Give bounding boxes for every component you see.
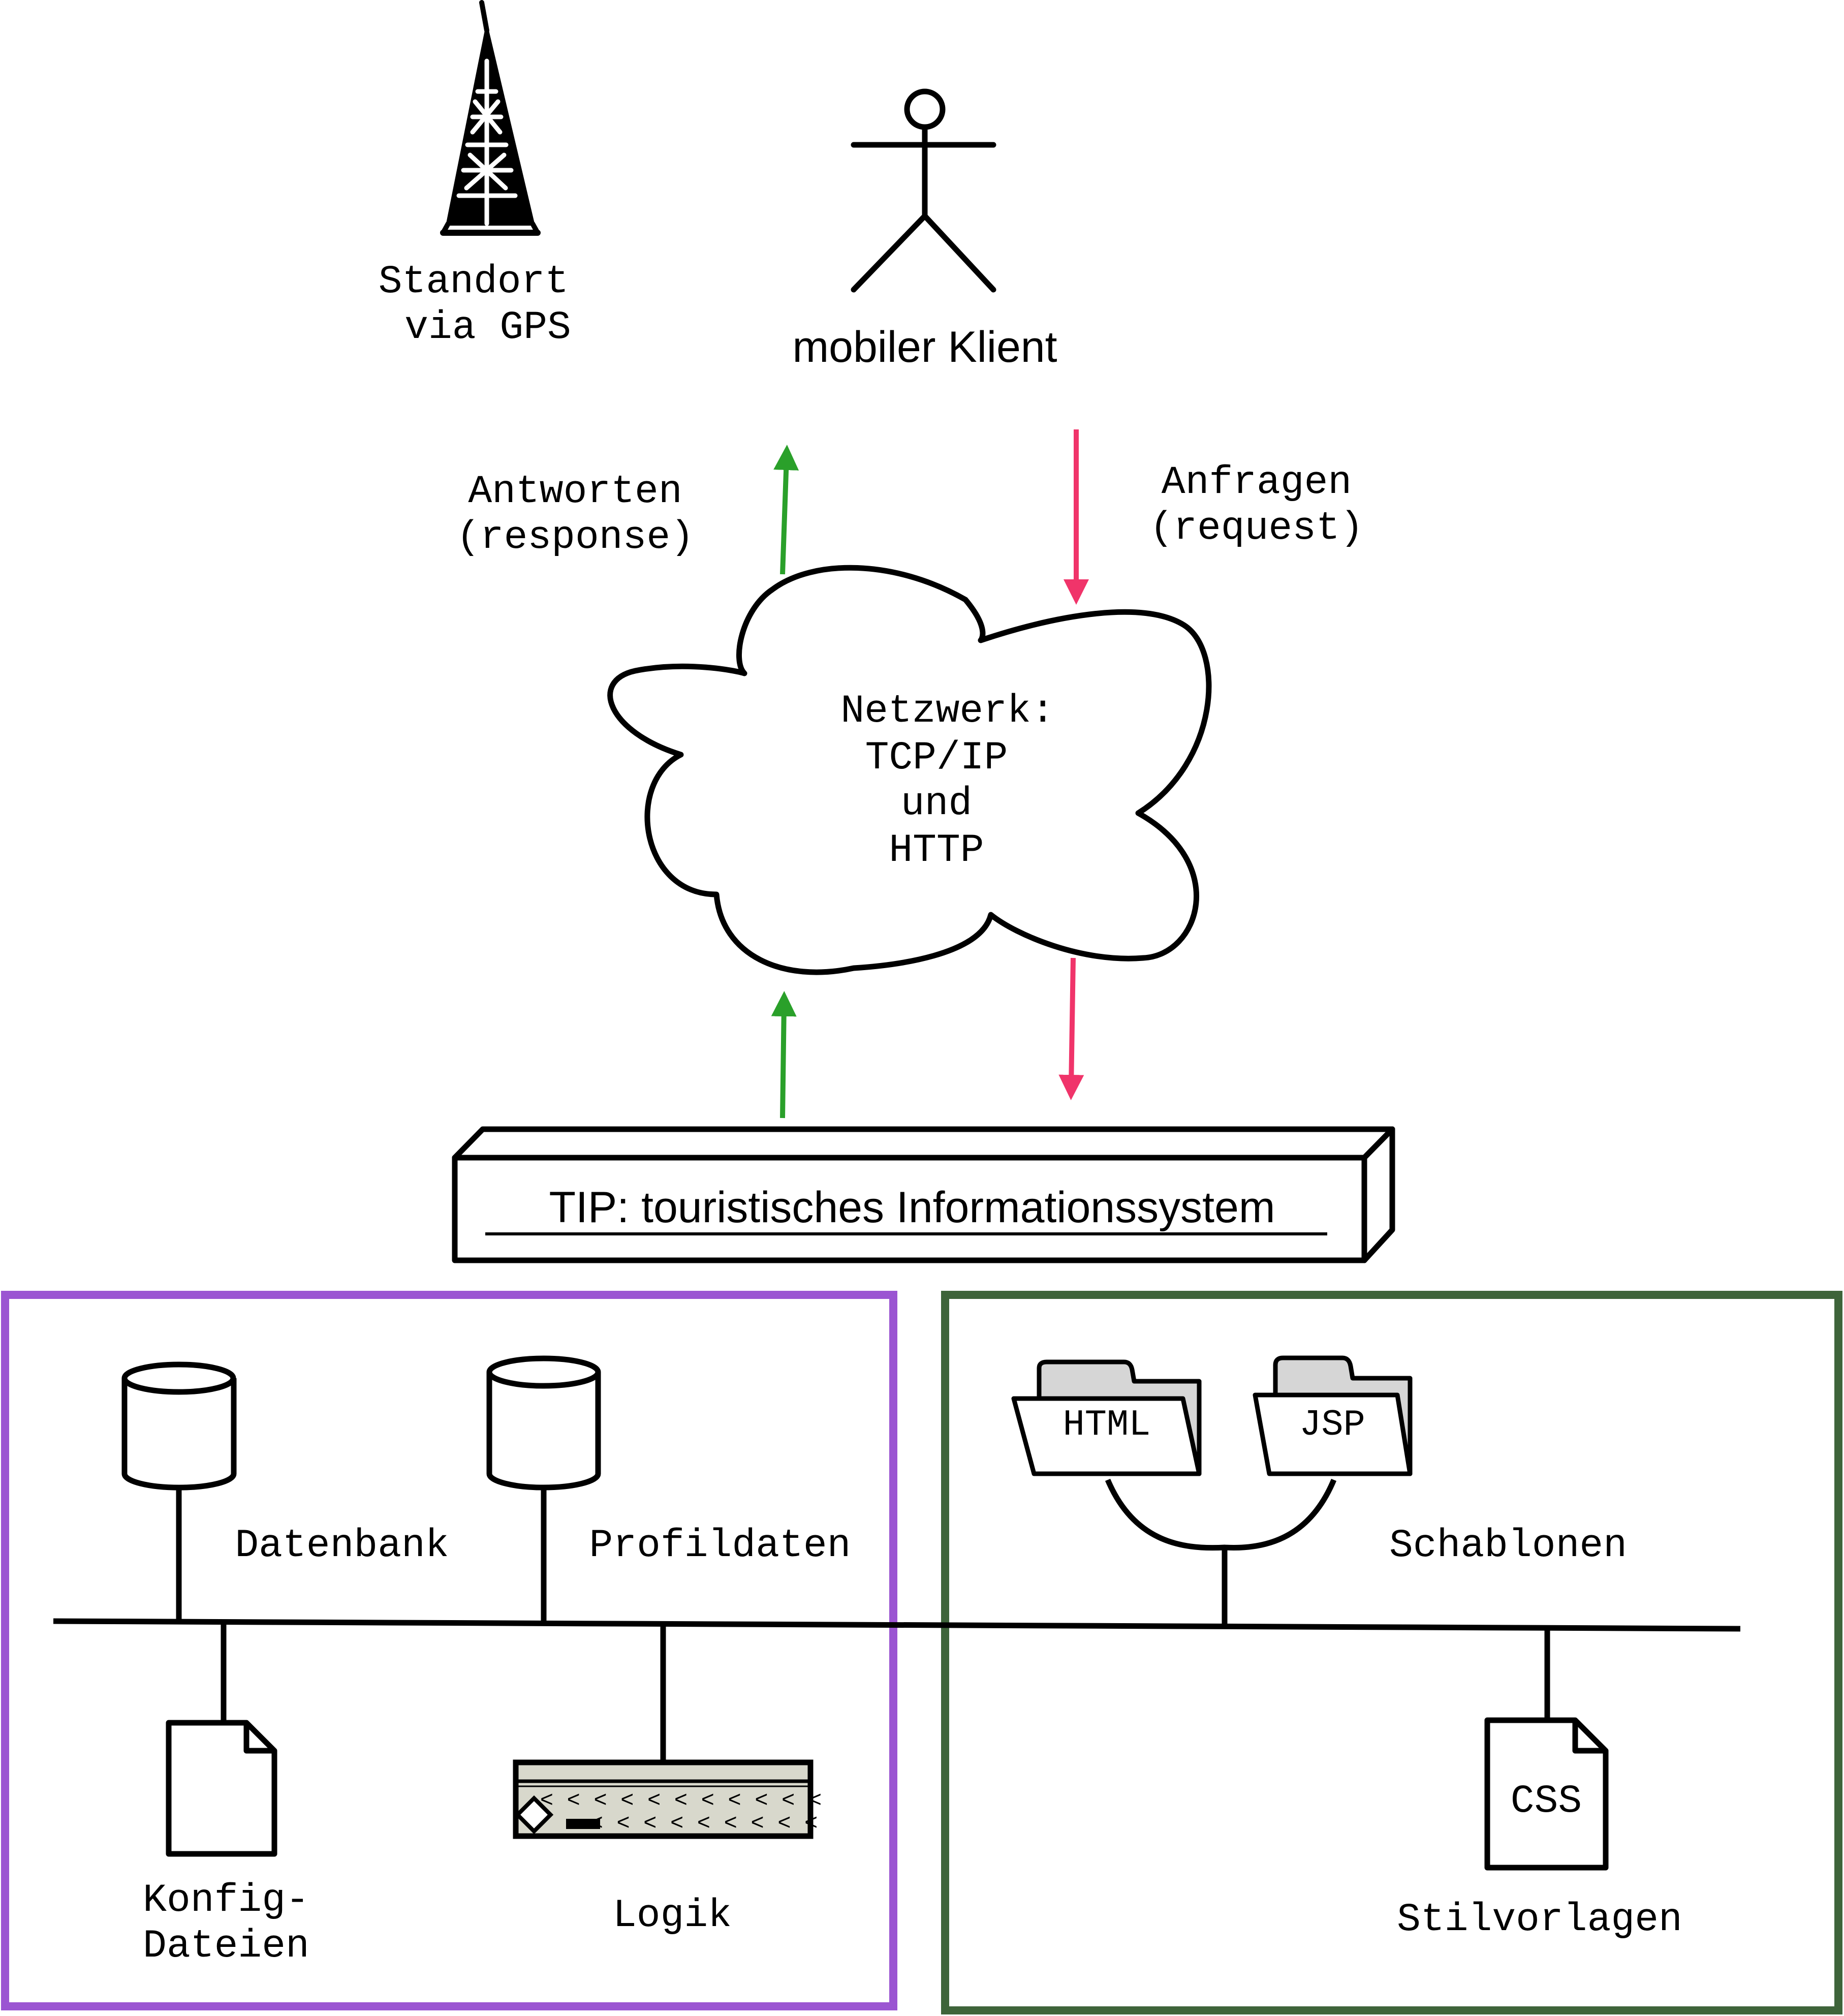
network-line4: HTTP bbox=[889, 828, 984, 873]
gps-label-line2: via GPS bbox=[404, 305, 571, 350]
server-rack-icon: < < < < < < < < < < < < < < < < < < < < bbox=[513, 1759, 822, 1839]
styles-label: Stilvorlagen bbox=[1397, 1898, 1682, 1942]
gps-label-line1: Standort bbox=[379, 260, 569, 304]
template-frame bbox=[941, 1291, 1842, 2014]
css-document-icon bbox=[1484, 1717, 1609, 1871]
stick-figure-icon bbox=[851, 88, 996, 293]
client-label: mobiler Klient bbox=[793, 323, 1057, 371]
profile-label: Profildaten bbox=[589, 1524, 851, 1568]
response-label-line2: (response) bbox=[456, 515, 694, 560]
network-line2: TCP/IP bbox=[865, 736, 1008, 781]
document-icon bbox=[166, 1720, 277, 1857]
config-label-line2: Dateien bbox=[143, 1924, 309, 1969]
config-label-line1: Konfig- bbox=[143, 1878, 309, 1923]
templates-label: Schablonen bbox=[1389, 1524, 1627, 1568]
response-label-line1: Antworten bbox=[468, 470, 682, 514]
svg-text:< < < < < < < < < < <: < < < < < < < < < < < bbox=[540, 1788, 822, 1814]
database-label: Datenbank bbox=[235, 1524, 449, 1568]
jsp-folder-icon bbox=[1253, 1355, 1413, 1476]
network-line1: Netzwerk: bbox=[840, 689, 1054, 734]
svg-text:< < < < < < < < <: < < < < < < < < < bbox=[590, 1811, 818, 1837]
cloud-icon bbox=[607, 565, 1212, 975]
database-cylinder-icon bbox=[121, 1361, 237, 1491]
system-label: TIP: touristisches Informationssystem bbox=[549, 1183, 1275, 1232]
3d-box-icon bbox=[452, 1126, 1395, 1263]
request-label-line2: (request) bbox=[1149, 506, 1363, 551]
radio-tower-icon bbox=[440, 0, 541, 236]
backend-frame bbox=[1, 1291, 897, 2010]
css-label: CSS bbox=[1511, 1779, 1582, 1824]
jsp-label: JSP bbox=[1299, 1404, 1365, 1446]
request-label-line1: Anfragen bbox=[1162, 460, 1352, 505]
response-arrow-upper bbox=[773, 445, 799, 575]
response-arrow-lower bbox=[771, 991, 797, 1119]
logic-label: Logik bbox=[613, 1894, 732, 1938]
html-folder-icon bbox=[1011, 1359, 1202, 1476]
profile-cylinder-icon bbox=[486, 1355, 601, 1491]
bus-lines bbox=[53, 1478, 1741, 1763]
network-line3: und bbox=[901, 782, 972, 826]
html-label: HTML bbox=[1063, 1404, 1151, 1446]
request-arrow-lower bbox=[1058, 957, 1084, 1100]
